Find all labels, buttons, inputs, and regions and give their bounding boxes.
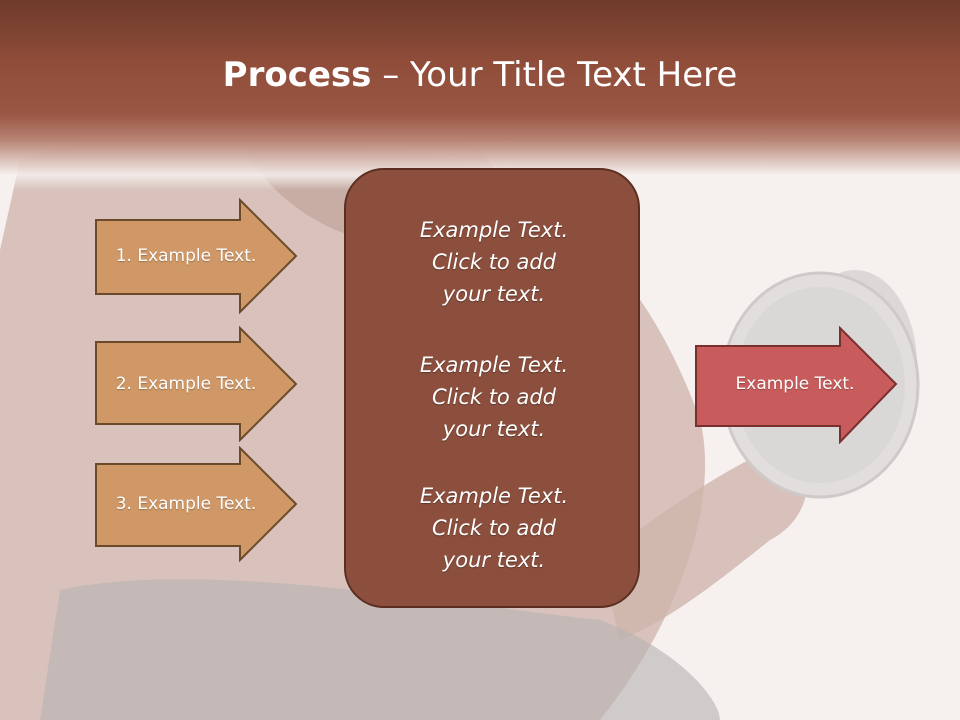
block-line: your text. xyxy=(442,548,546,572)
block-line: Example Text. xyxy=(419,353,569,377)
block-line: your text. xyxy=(442,417,546,441)
arrow-shape-icon xyxy=(695,326,898,444)
title-bold: Process xyxy=(222,55,372,95)
block-line: Click to add xyxy=(431,385,556,409)
left-arrow-2[interactable]: 2. Example Text. xyxy=(94,326,300,442)
block-line: Click to add xyxy=(431,250,556,274)
block-line: your text. xyxy=(442,282,546,306)
center-text-block-2[interactable]: Example Text. Click to add your text. xyxy=(346,349,642,445)
block-line: Click to add xyxy=(431,516,556,540)
slide-title[interactable]: Process – Your Title Text Here xyxy=(0,50,960,100)
left-arrow-1[interactable]: 1. Example Text. xyxy=(94,198,300,314)
arrow-shape-icon xyxy=(95,326,298,442)
arrow-shape-icon xyxy=(95,198,298,314)
block-line: Example Text. xyxy=(419,484,569,508)
left-arrow-label: 1. Example Text. xyxy=(115,246,257,266)
center-text-box[interactable]: Example Text. Click to add your text. Ex… xyxy=(344,168,640,608)
title-separator: – xyxy=(371,55,411,95)
right-arrow[interactable]: Example Text. xyxy=(694,326,900,444)
left-arrow-label: 2. Example Text. xyxy=(115,374,257,394)
block-line: Example Text. xyxy=(419,218,569,242)
center-text-block-3[interactable]: Example Text. Click to add your text. xyxy=(346,480,642,576)
arrow-shape-icon xyxy=(95,446,298,562)
title-band xyxy=(0,0,960,190)
title-rest: Your Title Text Here xyxy=(410,55,738,95)
left-arrow-3[interactable]: 3. Example Text. xyxy=(94,446,300,562)
right-arrow-label: Example Text. xyxy=(735,374,855,394)
center-text-block-1[interactable]: Example Text. Click to add your text. xyxy=(346,214,642,310)
left-arrow-label: 3. Example Text. xyxy=(115,494,257,514)
